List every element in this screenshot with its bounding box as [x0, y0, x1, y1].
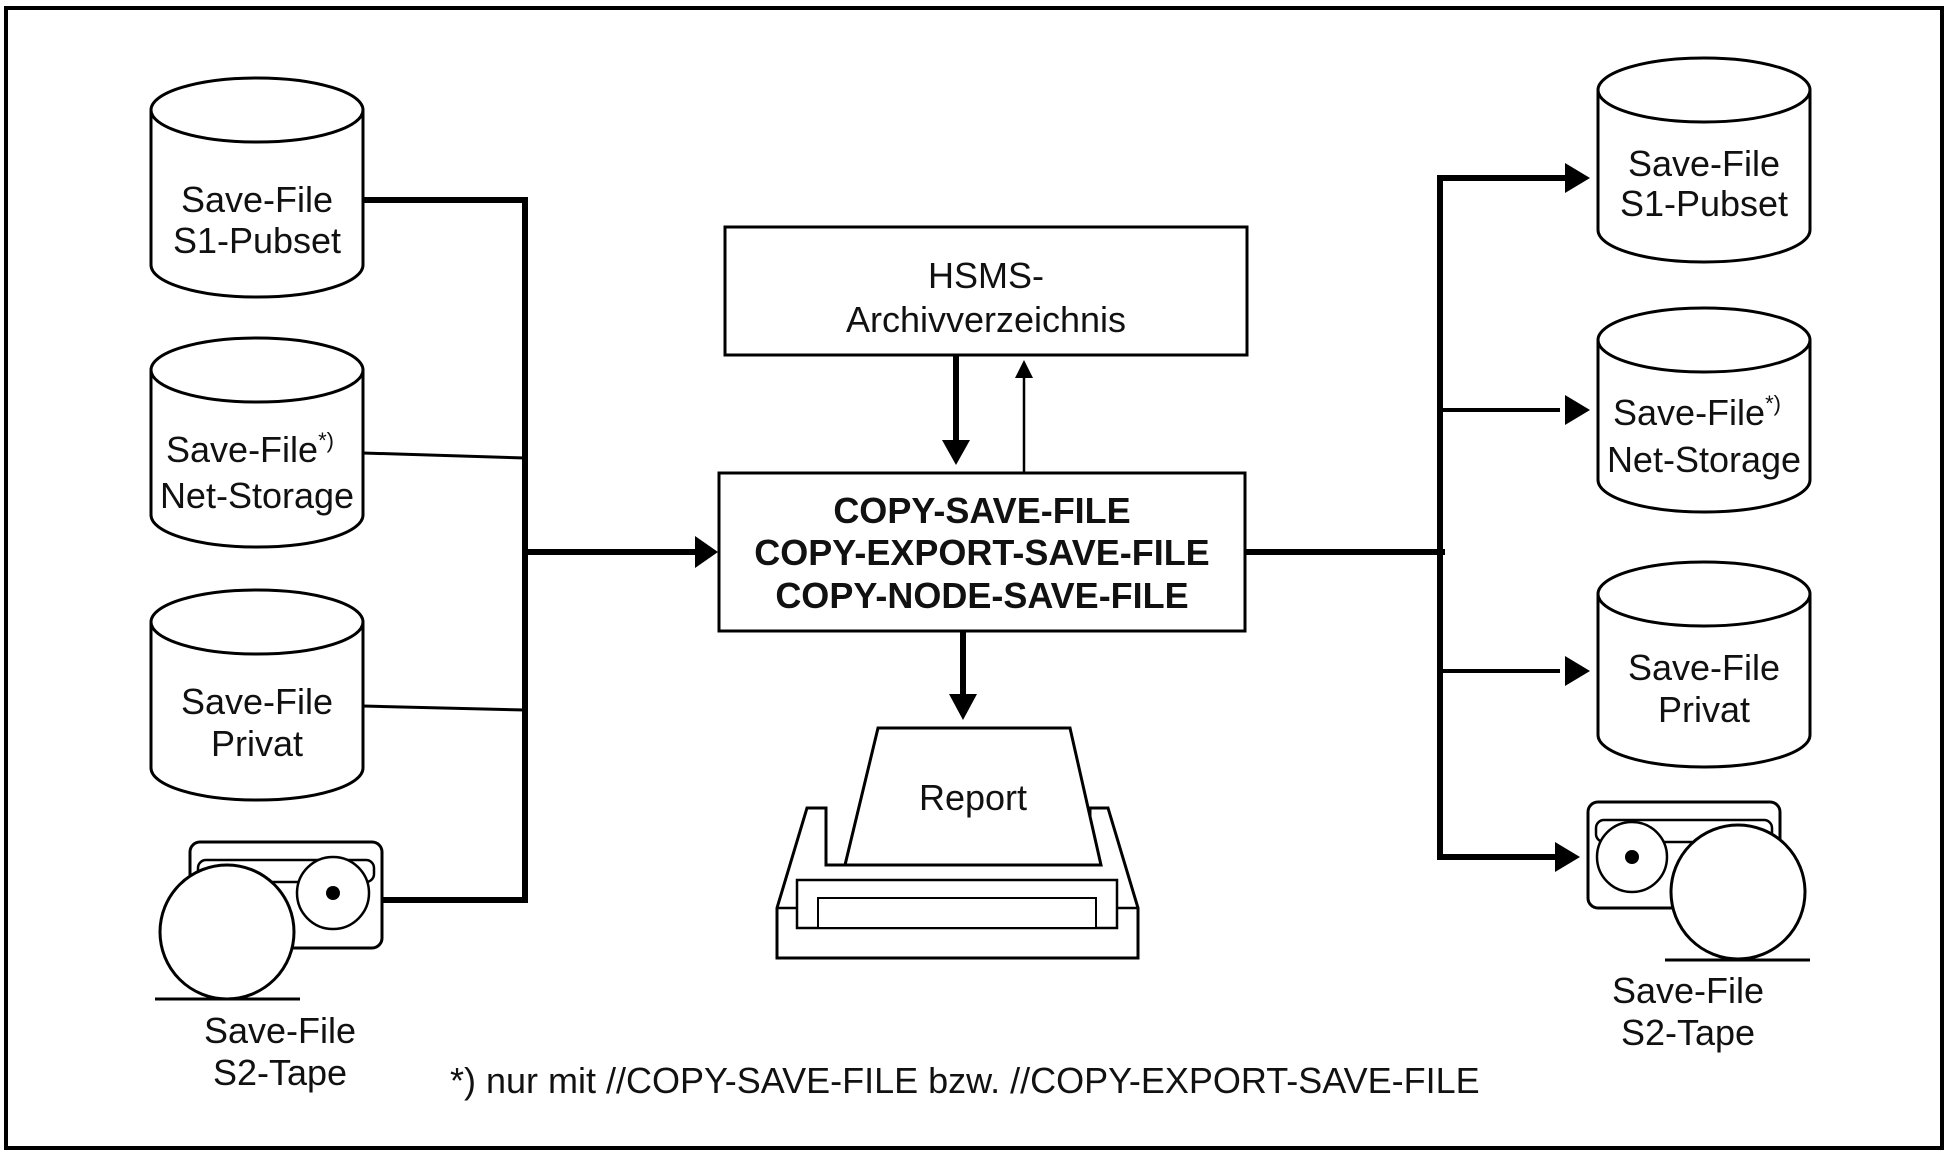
input-connectors [362, 197, 718, 903]
archive-line1: HSMS- [928, 255, 1044, 296]
target-net-storage: Save-File*) Net-Storage [1596, 306, 1812, 514]
cylinder-icon [149, 622, 365, 802]
cylinder-icon [149, 110, 365, 299]
cylinder-top [149, 336, 365, 404]
cylinder-icon [1596, 340, 1812, 514]
cylinder-top [149, 76, 365, 144]
source-privat-line2: Privat [211, 723, 303, 764]
target-s1-line1: Save-File [1628, 143, 1780, 184]
source-net-line1: Save-File*) [166, 428, 334, 470]
source-tape-line2: S2-Tape [213, 1052, 347, 1093]
report-arrow [949, 631, 977, 720]
command-line3: COPY-NODE-SAVE-FILE [775, 575, 1188, 616]
target-tape-line2: S2-Tape [1621, 1012, 1755, 1053]
target-net-line1: Save-File*) [1613, 391, 1781, 433]
source-s1-line1: Save-File [181, 179, 333, 220]
source-privat: Save-File Privat [149, 588, 365, 802]
cylinder-icon [1596, 90, 1812, 264]
cylinder-top [1596, 560, 1812, 628]
source-privat-line1: Save-File [181, 681, 333, 722]
source-net-line2: Net-Storage [160, 475, 354, 516]
archive-arrows [942, 355, 1033, 472]
command-box: COPY-SAVE-FILE COPY-EXPORT-SAVE-FILE COP… [717, 471, 1247, 633]
source-s1-pubset: Save-File S1-Pubset [149, 76, 365, 299]
cylinder-top [1596, 306, 1812, 374]
target-net-line2: Net-Storage [1607, 439, 1801, 480]
tape-cartridge-icon [155, 840, 384, 1001]
cylinder-icon [1596, 594, 1812, 769]
target-s1-line2: S1-Pubset [1620, 183, 1788, 224]
printer-icon: Report [775, 726, 1140, 960]
target-tape-line1: Save-File [1612, 970, 1764, 1011]
target-s1-pubset: Save-File S1-Pubset [1596, 56, 1812, 264]
source-s1-line2: S1-Pubset [173, 220, 341, 261]
command-line1: COPY-SAVE-FILE [833, 490, 1130, 531]
source-s2-tape: Save-File S2-Tape [155, 840, 384, 1093]
output-connectors [1245, 163, 1590, 872]
archive-box: HSMS- Archivverzeichnis [723, 225, 1249, 357]
target-privat-line2: Privat [1658, 689, 1750, 730]
source-net-storage: Save-File*) Net-Storage [149, 336, 365, 549]
target-s2-tape: Save-File S2-Tape [1586, 800, 1810, 1053]
source-tape-line1: Save-File [204, 1010, 356, 1051]
target-privat: Save-File Privat [1596, 560, 1812, 769]
report-label: Report [919, 777, 1027, 818]
cylinder-top [1596, 56, 1812, 124]
cylinder-icon [149, 370, 365, 549]
command-line2: COPY-EXPORT-SAVE-FILE [754, 532, 1209, 573]
tape-cartridge-icon [1586, 800, 1810, 962]
archive-line2: Archivverzeichnis [846, 299, 1126, 340]
target-privat-line1: Save-File [1628, 647, 1780, 688]
cylinder-top [149, 588, 365, 656]
footnote: *) nur mit //COPY-SAVE-FILE bzw. //COPY-… [450, 1060, 1480, 1101]
